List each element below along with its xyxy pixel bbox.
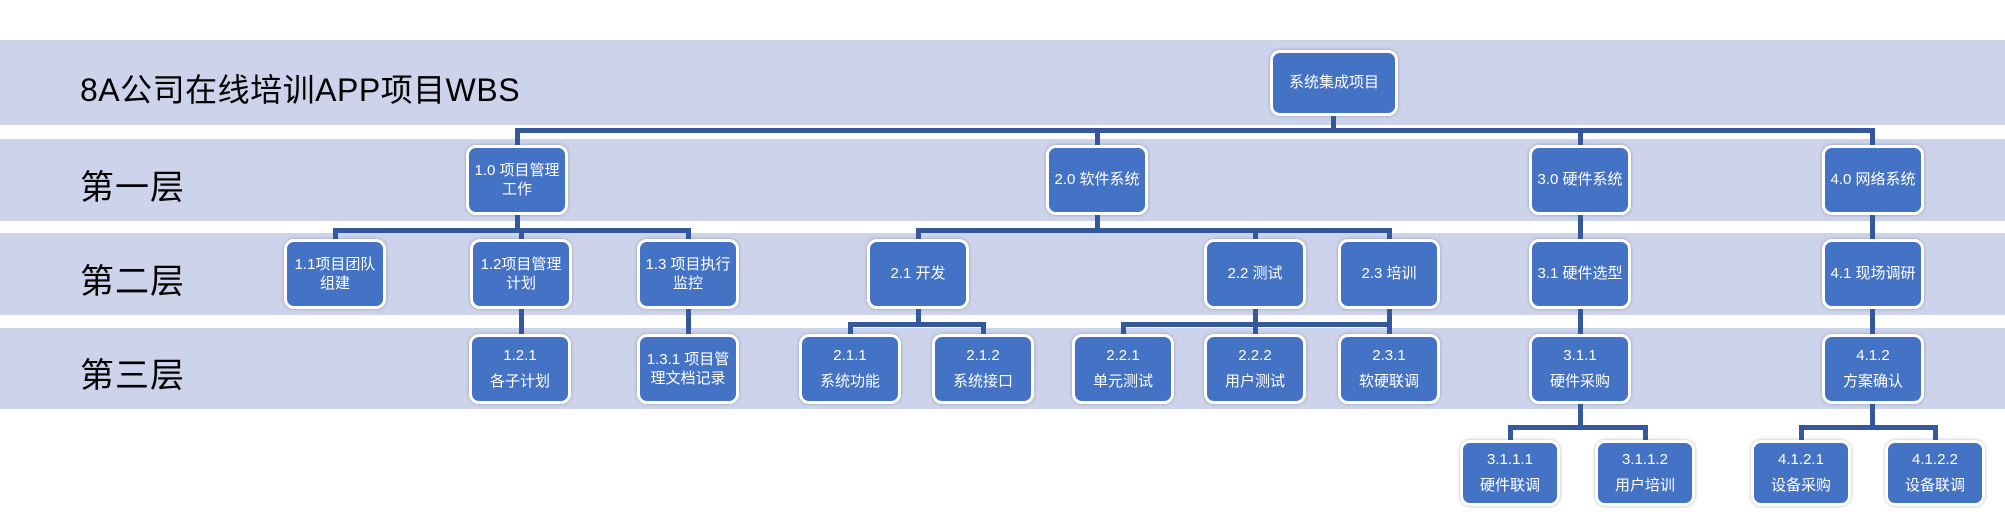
connector-bus-4-1-2-x <box>1801 425 1938 430</box>
wbs-node-3-0: 3.0 硬件系统 <box>1529 145 1631 215</box>
wbs-node-2-2-1: 2.2.1 单元测试 <box>1072 334 1174 404</box>
connector-drop-3-0 <box>1578 128 1583 145</box>
wbs-node-2-2: 2.2 测试 <box>1204 239 1306 309</box>
connector-drop-1-3 <box>686 228 691 239</box>
connector-root-drop <box>1331 116 1336 133</box>
connector-drop-4-0 <box>1870 128 1875 145</box>
connector-2-2-stem <box>1253 309 1258 334</box>
wbs-node-3-1: 3.1 硬件选型 <box>1529 239 1631 309</box>
connector-drop-3-1-1-2 <box>1643 425 1648 440</box>
connector-bus-2-1-x <box>850 322 986 327</box>
wbs-node-1-3-1: 1.3.1 项目管 理文档记录 <box>637 334 739 404</box>
wbs-node-1-2: 1.2项目管理 计划 <box>470 239 572 309</box>
connector-2-0-stem <box>1095 215 1100 233</box>
wbs-node-4-1: 4.1 现场调研 <box>1822 239 1924 309</box>
connector-1-2-1-2-1 <box>519 309 524 334</box>
band-level1 <box>0 139 2005 221</box>
connector-drop-2-1-2 <box>981 322 986 334</box>
band-title <box>0 40 2005 125</box>
row-label-level2: 第二层 <box>80 263 185 301</box>
connector-2-3-stem <box>1387 309 1392 334</box>
connector-1-3-1-3-1 <box>686 309 691 334</box>
connector-drop-1-1 <box>333 228 338 239</box>
wbs-node-4-1-2-2: 4.1.2.2 设备联调 <box>1885 440 1985 506</box>
connector-drop-4-1-2-2 <box>1933 425 1938 440</box>
wbs-node-2-3-1: 2.3.1 软硬联调 <box>1338 334 1440 404</box>
connector-bus-2-2-x <box>1123 322 1392 327</box>
connector-4-1-2-stem <box>1870 404 1875 430</box>
wbs-node-2-1: 2.1 开发 <box>867 239 969 309</box>
connector-bus-2-x <box>918 228 1392 233</box>
connector-3-0-3-1 <box>1578 215 1583 239</box>
connector-drop-2-2-1 <box>1121 322 1126 334</box>
wbs-node-2-3: 2.3 培训 <box>1338 239 1440 309</box>
wbs-node-3-1-1: 3.1.1 硬件采购 <box>1529 334 1631 404</box>
connector-drop-2-3 <box>1387 228 1392 239</box>
wbs-node-3-1-1-2: 3.1.1.2 用户培训 <box>1595 440 1695 506</box>
wbs-node-1-0: 1.0 项目管理 工作 <box>466 145 568 215</box>
connector-3-1-3-1-1 <box>1578 309 1583 334</box>
wbs-node-4-0: 4.0 网络系统 <box>1822 145 1924 215</box>
connector-drop-3-1-1-1 <box>1508 425 1513 440</box>
slide-title: 8A公司在线培训APP项目WBS <box>80 72 521 108</box>
wbs-node-1-3: 1.3 项目执行 监控 <box>637 239 739 309</box>
connector-3-1-1-stem <box>1578 404 1583 430</box>
row-label-level1: 第一层 <box>80 169 185 207</box>
connector-bus-3-1-1-x <box>1510 425 1648 430</box>
connector-4-0-4-1 <box>1870 215 1875 239</box>
connector-2-1-stem <box>916 309 921 327</box>
wbs-node-2-0: 2.0 软件系统 <box>1046 145 1148 215</box>
wbs-node-1-1: 1.1项目团队 组建 <box>284 239 386 309</box>
connector-bus-level1 <box>517 128 1875 133</box>
wbs-node-2-1-2: 2.1.2 系统接口 <box>932 334 1034 404</box>
wbs-node-2-1-1: 2.1.1 系统功能 <box>799 334 901 404</box>
wbs-node-root: 系统集成项目 <box>1270 50 1398 116</box>
wbs-node-3-1-1-1: 3.1.1.1 硬件联调 <box>1460 440 1560 506</box>
wbs-node-4-1-2-1: 4.1.2.1 设备采购 <box>1751 440 1851 506</box>
connector-drop-1-0 <box>515 128 520 145</box>
connector-4-1-4-1-2 <box>1870 309 1875 334</box>
row-label-level3: 第三层 <box>80 357 185 395</box>
connector-drop-1-2 <box>519 228 524 239</box>
connector-drop-2-0 <box>1095 128 1100 145</box>
wbs-node-2-2-2: 2.2.2 用户测试 <box>1204 334 1306 404</box>
connector-1-0-stem <box>515 215 520 233</box>
wbs-node-4-1-2: 4.1.2 方案确认 <box>1822 334 1924 404</box>
connector-drop-2-2 <box>1253 228 1258 239</box>
connector-drop-2-1 <box>916 228 921 239</box>
wbs-node-1-2-1: 1.2.1 各子计划 <box>469 334 571 404</box>
connector-drop-4-1-2-1 <box>1799 425 1804 440</box>
connector-bus-1-x <box>335 228 691 233</box>
connector-drop-2-1-1 <box>848 322 853 334</box>
